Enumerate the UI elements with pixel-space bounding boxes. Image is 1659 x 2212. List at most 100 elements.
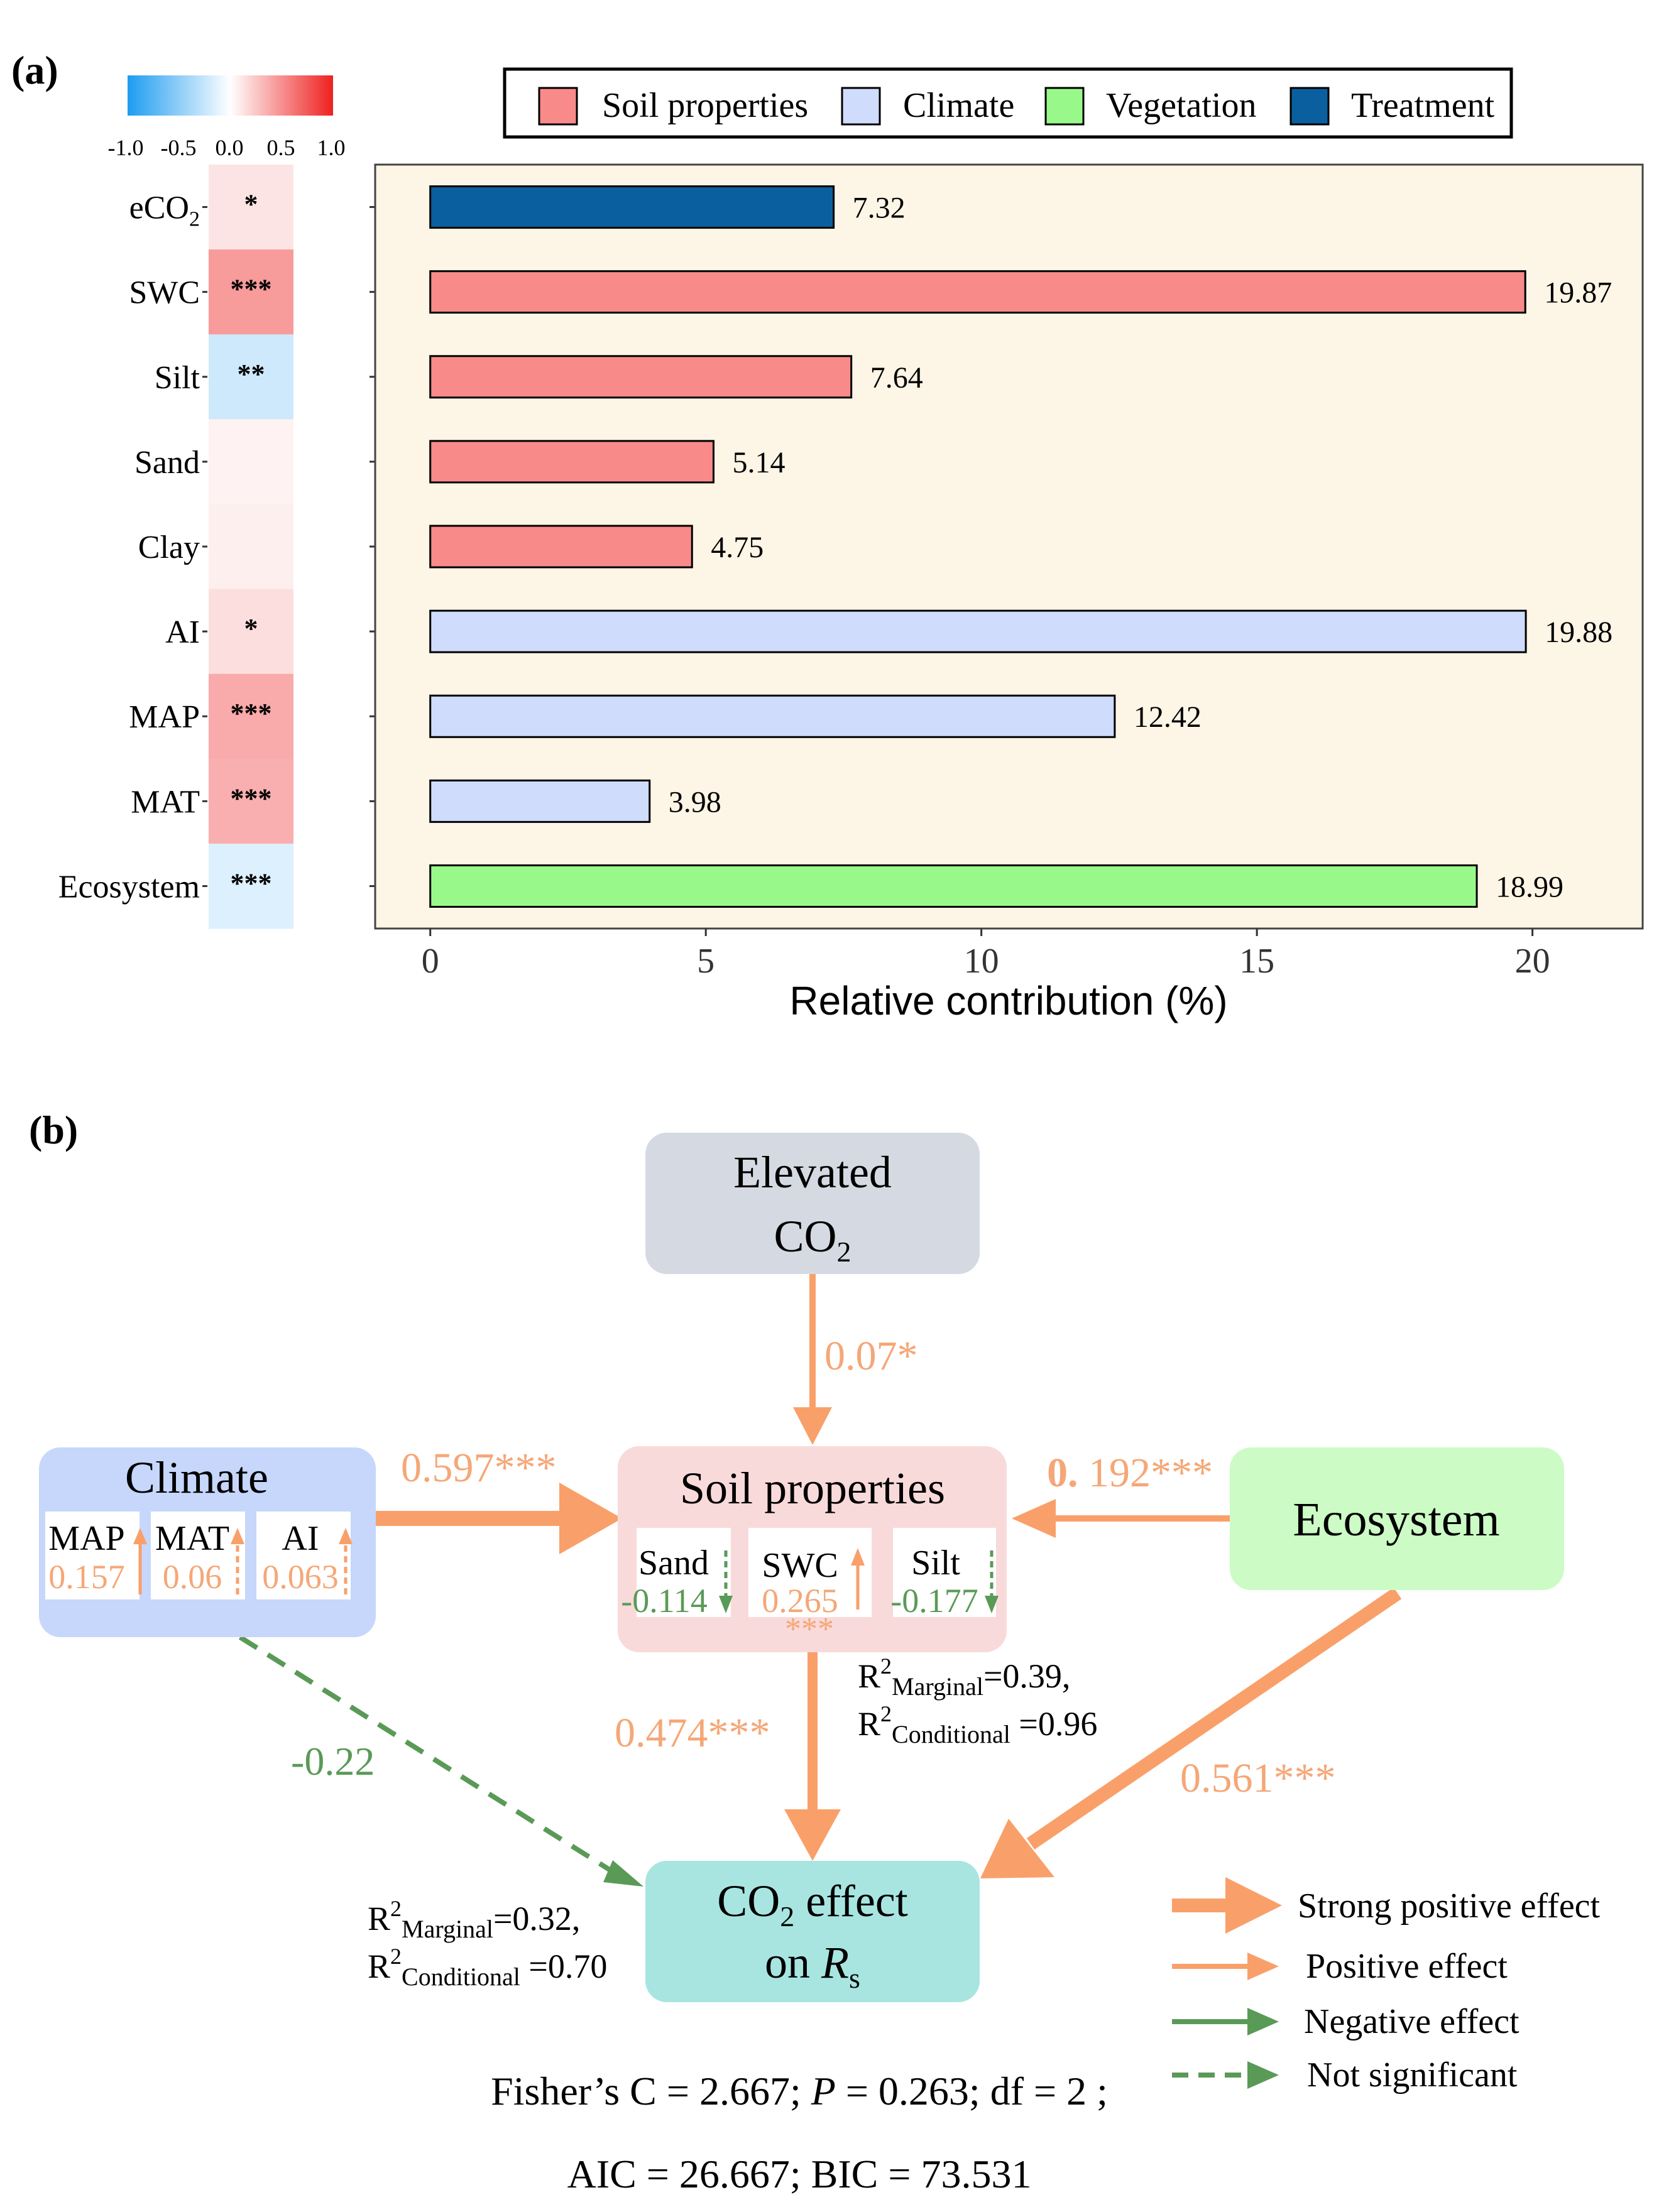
bar <box>429 864 1478 908</box>
climate-item-name: MAP <box>48 1519 124 1558</box>
path-label-soil-effect: 0.474*** <box>615 1710 770 1756</box>
node-climate: Climate MAP MAT AI 0.157 0.06 0.063 <box>39 1447 376 1637</box>
bar-value-label: 12.42 <box>1134 700 1202 734</box>
soil-item-box <box>748 1528 872 1617</box>
x-tick-label: 5 <box>697 942 715 981</box>
soil-item-name: Silt <box>911 1544 960 1583</box>
category-label-main: Ecosystem <box>58 869 200 905</box>
model-stats: Fisher’s C = 2.667; P = 0.263; df = 2 ; … <box>491 2069 1108 2196</box>
eco-soil-b: 192*** <box>1078 1450 1213 1496</box>
r2-sub: Marginal <box>892 1672 983 1701</box>
node-co2-effect: CO2 effect on Rs <box>645 1861 980 2002</box>
category-label-main: MAT <box>131 784 200 820</box>
heatmap-significance: *** <box>231 783 272 814</box>
arrowhead-ecosystem-effect <box>980 1819 1054 1878</box>
heatmap-significance: *** <box>231 274 272 305</box>
r2-sub: Conditional <box>402 1963 520 1991</box>
correlation-heatmap: **************** <box>209 165 293 929</box>
effect-r: R <box>821 1937 849 1988</box>
colorbar-tick: 0.0 <box>216 135 244 160</box>
heatmap-cell <box>209 589 293 675</box>
climate-item-value: 0.063 <box>262 1558 339 1596</box>
r2-val: =0.39, <box>983 1657 1070 1695</box>
legend-swatch-soil <box>538 87 578 126</box>
panel-b: (b) Elevated CO2 <box>29 1108 1601 2196</box>
legend-label-climate: Climate <box>903 86 1014 125</box>
heatmap-cell <box>209 504 293 590</box>
category-label-main: Sand <box>134 445 200 481</box>
legend-label-vegetation: Vegetation <box>1106 86 1256 125</box>
legend-ns-label: Not significant <box>1307 2056 1518 2095</box>
r2-effect-conditional: R2Conditional =0.70 <box>368 1944 607 1991</box>
arrowhead-ecosystem-soil <box>1012 1499 1056 1538</box>
legend-swatch-treatment <box>1289 87 1330 126</box>
path-labels: 0.07* 0.597*** 0. 192*** 0.474*** 0.561*… <box>291 1333 1336 1801</box>
r2-sub: Conditional <box>892 1720 1010 1748</box>
category-label-main: Clay <box>138 530 200 565</box>
legend-label-treatment: Treatment <box>1351 86 1495 125</box>
bar-value-label: 4.75 <box>711 531 764 564</box>
panel-a: (a) -1.0 -0.5 0.0 0.5 1.0 Soil propertie… <box>11 48 1644 1023</box>
category-label: MAP <box>129 699 200 735</box>
arrowhead-climate-effect <box>603 1860 643 1887</box>
effect-co2-sub: 2 <box>780 1900 794 1932</box>
heatmap-cell <box>209 165 293 250</box>
path-ecosystem-effect <box>1026 1587 1402 1850</box>
effect-on: on <box>765 1937 821 1988</box>
category-label-main: AI <box>165 614 200 650</box>
legend: Soil properties Climate Vegetation Treat… <box>503 67 1513 139</box>
x-tick-label: 0 <box>422 942 439 981</box>
climate-item-box <box>256 1512 351 1599</box>
category-label-main: eCO <box>129 190 189 226</box>
soil-swc-significance: *** <box>785 1611 834 1647</box>
climate-item-box <box>151 1512 245 1599</box>
bar-value-label: 18.99 <box>1496 870 1563 903</box>
arrowhead-elevated-soil <box>793 1407 832 1445</box>
x-tick-label: 10 <box>964 942 999 981</box>
colorbar-tick: 0.5 <box>267 135 295 160</box>
category-label: Sand <box>134 445 200 481</box>
heatmap-significance: *** <box>231 698 272 729</box>
effect-legend: Strong positive effect Positive effect N… <box>1172 1877 1601 2095</box>
category-label-main: MAP <box>129 699 200 735</box>
r2-soil: R2Marginal=0.39, R2Conditional =0.96 <box>858 1654 1097 1748</box>
legend-positive-label: Positive effect <box>1306 1947 1508 1986</box>
arrowhead-climate-soil <box>559 1483 622 1554</box>
panel-a-label: (a) <box>11 48 58 92</box>
co2-main: CO <box>774 1211 836 1261</box>
heatmap-cell <box>209 334 293 420</box>
bar <box>429 355 853 399</box>
category-label: SWC <box>129 275 200 311</box>
x-tick-label: 20 <box>1515 942 1550 981</box>
stats-p: P <box>811 2069 836 2113</box>
category-label-main: SWC <box>129 275 200 311</box>
node-effect-line1: CO2 effect <box>717 1876 908 1932</box>
heatmap-cell <box>209 758 293 844</box>
heatmap-cell <box>209 249 293 335</box>
legend-label-soil: Soil properties <box>602 86 808 125</box>
legend-negative-label: Negative effect <box>1304 2002 1519 2041</box>
r2-soil-marginal: R2Marginal=0.39, <box>858 1654 1070 1701</box>
node-ecosystem: Ecosystem <box>1230 1447 1564 1590</box>
legend-negative-arrow-icon <box>1247 2008 1279 2035</box>
path-label-ecosystem-soil: 0. 192*** <box>1047 1450 1213 1496</box>
soil-item-name: Sand <box>638 1544 709 1583</box>
path-climate-effect <box>238 1635 620 1878</box>
bar <box>429 779 651 823</box>
bar-value-label: 19.88 <box>1545 616 1612 649</box>
r2-effect: R2Marginal=0.32, R2Conditional =0.70 <box>368 1896 607 1991</box>
node-elevated-line2: CO2 <box>774 1211 851 1268</box>
path-label-ecosystem-effect: 0.561*** <box>1180 1755 1336 1801</box>
bar <box>429 440 715 484</box>
r2-val: =0.70 <box>520 1948 607 1985</box>
node-elevated-line1: Elevated <box>733 1147 892 1197</box>
node-effect-line2: on Rs <box>765 1937 860 1994</box>
x-axis-label: Relative contribution (%) <box>789 978 1227 1023</box>
soil-item-value: -0.114 <box>621 1582 707 1620</box>
bar <box>429 525 693 569</box>
legend-ns-arrow-icon <box>1247 2061 1279 2089</box>
